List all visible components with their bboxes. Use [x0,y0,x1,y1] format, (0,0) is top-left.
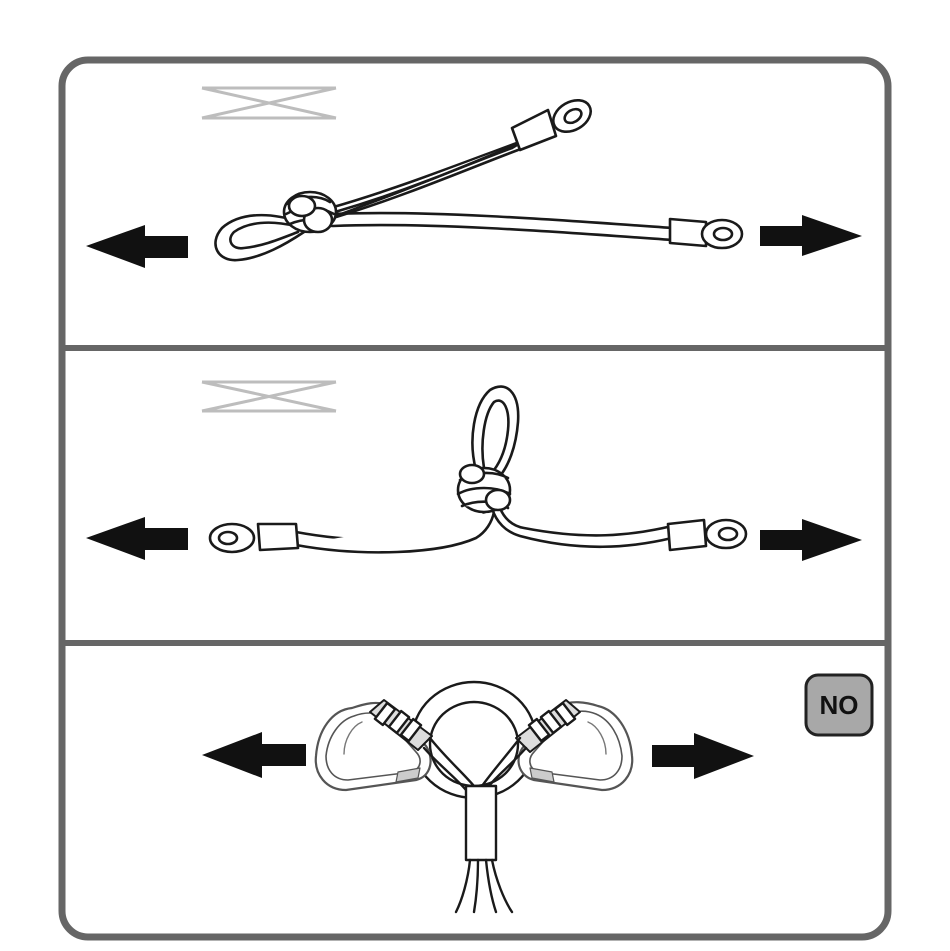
right-pull-arrow [760,215,862,256]
panel-3: NO [202,675,872,912]
ring-and-carabiners [316,682,632,912]
cross-out-mark [202,382,336,411]
cross-out-mark [202,88,336,118]
right-pull-arrow [652,733,754,779]
panel-2 [86,382,862,561]
no-badge: NO [806,675,872,735]
left-pull-arrow [202,732,306,778]
left-pull-arrow [86,517,188,560]
left-pull-arrow [86,225,188,268]
no-badge-label: NO [820,690,859,720]
right-pull-arrow [760,519,862,561]
panel-1 [86,88,862,268]
